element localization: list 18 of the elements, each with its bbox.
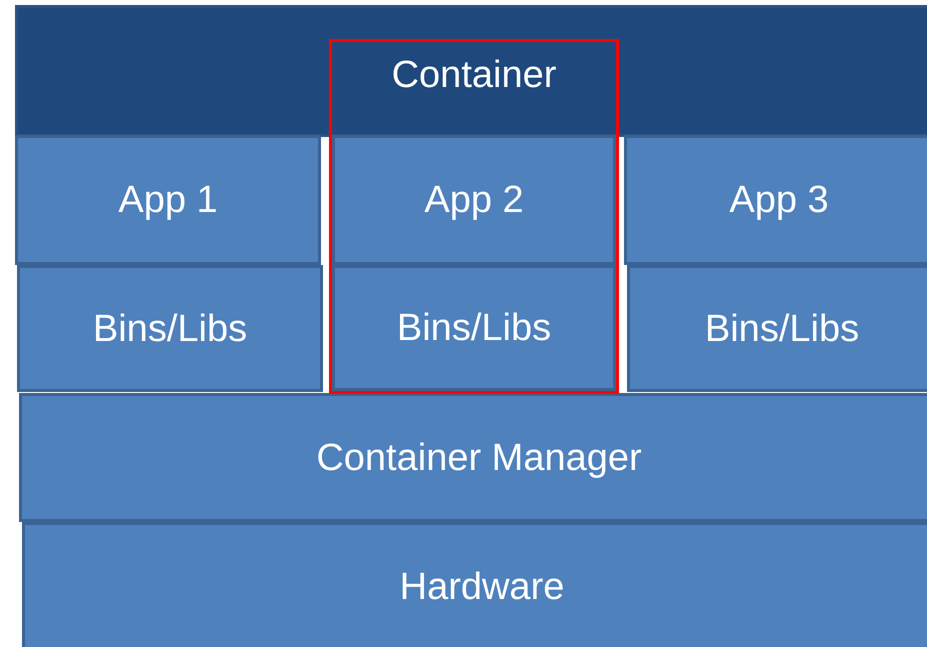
- container-outline: [329, 39, 619, 394]
- container-label: Container: [390, 56, 558, 94]
- layer-label: Bins/Libs: [704, 310, 860, 348]
- layer-label: App 1: [118, 181, 218, 219]
- layer-box: [332, 265, 616, 391]
- layer-label: Bins/Libs: [92, 310, 248, 348]
- layer-box: [22, 522, 927, 647]
- layer-box: [624, 135, 927, 265]
- layer-box: [15, 135, 321, 265]
- layer-box: [17, 265, 323, 392]
- layer-label: Container Manager: [316, 438, 642, 476]
- layer-label: Bins/Libs: [396, 309, 552, 347]
- layer-label: App 3: [729, 181, 829, 219]
- layer-label: Hardware: [400, 568, 564, 606]
- layer-label: App 2: [424, 181, 524, 219]
- layer-box: [332, 135, 616, 265]
- layer-box: [627, 265, 927, 392]
- layer-box: [19, 393, 927, 522]
